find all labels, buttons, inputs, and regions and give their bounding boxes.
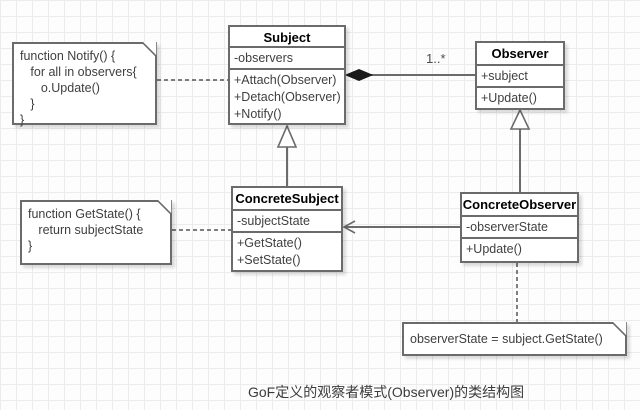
note-fold-icon [157,200,172,215]
note-text-line: } [20,113,25,127]
note-getstate-pseudocode[interactable]: function GetState() { return subjectStat… [20,200,172,265]
note-text-line: return subjectState [28,223,144,237]
class-title: Subject [263,30,311,45]
class-box-concrete-observer[interactable]: ConcreteObserver -observerState +Update(… [460,192,579,263]
attribute: -observers [234,51,294,65]
note-text-line: function Notify() { [20,49,116,63]
class-title: ConcreteSubject [235,191,339,206]
attribute: -subjectState [237,214,310,228]
note-fold-icon [612,322,627,337]
open-arrowhead-icon [342,220,356,234]
class-methods: +Update() [462,237,577,261]
generalization-triangle-icon [509,108,531,130]
class-methods: +Attach(Observer) +Detach(Observer) +Not… [230,68,344,123]
method: +Attach(Observer) [234,73,337,87]
class-box-observer[interactable]: Observer +subject +Update() [475,41,565,110]
class-attributes: -observerState [462,215,577,237]
class-attributes: +subject [477,64,563,86]
note-text-line: } [20,97,35,111]
class-methods: +Update() [477,86,563,108]
note-notify-pseudocode[interactable]: function Notify() { for all in observers… [12,42,157,127]
aggregation-diamond-icon [344,68,374,82]
class-methods: +GetState() +SetState() [233,231,341,270]
method: +GetState() [237,236,302,250]
method: +Detach(Observer) [234,90,341,104]
note-text-line: function GetState() { [28,207,141,221]
multiplicity-label: 1..* [426,51,446,66]
note-fold-icon [142,42,157,57]
note-text-line: } [28,239,33,253]
attribute: +subject [481,69,528,83]
note-text-line: o.Update() [20,81,100,95]
class-title: ConcreteObserver [462,197,577,212]
method: +Update() [481,91,537,105]
class-box-concrete-subject[interactable]: ConcreteSubject -subjectState +GetState(… [231,186,343,272]
method: +Notify() [234,107,282,121]
diagram-caption: GoF定义的观察者模式(Observer)的类结构图 [248,384,525,400]
generalization-triangle-icon [276,123,298,148]
class-attributes: -observers [230,46,344,68]
method: +Update() [466,242,522,256]
method: +SetState() [237,253,301,267]
note-observerstate-assignment[interactable]: observerState = subject.GetState() [402,322,627,356]
class-title: Observer [491,46,549,61]
note-text-line: observerState = subject.GetState() [410,332,603,346]
class-box-subject[interactable]: Subject -observers +Attach(Observer) +De… [228,25,346,125]
class-attributes: -subjectState [233,209,341,231]
attribute: -observerState [466,220,548,234]
note-text-line: for all in observers{ [20,65,137,79]
